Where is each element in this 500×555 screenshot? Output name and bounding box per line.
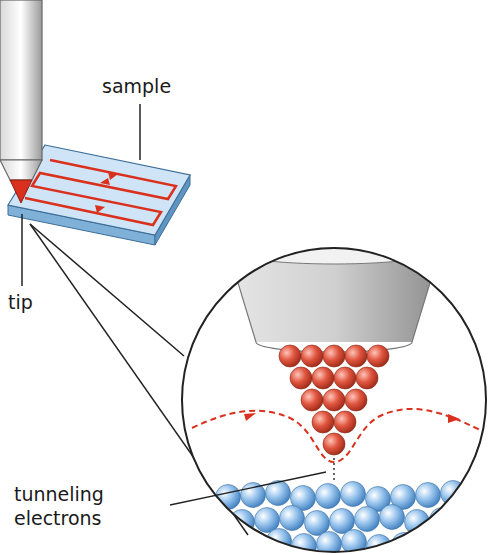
part-label: sample	[102, 74, 171, 98]
sample-atom	[256, 554, 281, 555]
scan-arrow	[108, 172, 118, 180]
scan-path	[25, 160, 176, 225]
magnifier-outline	[182, 248, 486, 552]
electron-arrow	[244, 413, 256, 421]
sample-atom	[292, 534, 317, 555]
tip-atom	[290, 367, 312, 389]
sample-atom	[431, 554, 456, 555]
sample-atom	[442, 529, 467, 554]
tip-holder-top	[228, 236, 440, 264]
probe-body	[0, 0, 42, 160]
tip-atom	[356, 367, 378, 389]
sample-atom	[316, 484, 341, 509]
sample-atom	[455, 506, 480, 531]
leader-line	[21, 214, 23, 286]
sample-atom	[192, 535, 217, 555]
tip-atom	[312, 367, 334, 389]
sample-atom	[416, 483, 441, 508]
part-label: tunneling electrons	[14, 482, 144, 530]
tip-atom	[345, 345, 367, 367]
tip-atom	[323, 345, 345, 367]
tip-atom	[323, 389, 345, 411]
sample-atom	[480, 511, 500, 536]
tip-atom	[334, 411, 356, 433]
sample-atom	[417, 531, 442, 555]
part-label: tip	[8, 290, 33, 314]
magnifier-circle	[182, 248, 486, 552]
sample-atom	[381, 551, 406, 555]
tip-atom	[367, 345, 389, 367]
sample-atom	[167, 530, 192, 555]
tip-atom	[301, 345, 323, 367]
scan-arrow	[100, 178, 110, 185]
tip-atom	[345, 389, 367, 411]
probe-tip	[10, 180, 32, 203]
sample-atom	[380, 505, 405, 530]
sample-atom	[466, 486, 491, 511]
leader-line	[170, 472, 326, 505]
tip-atom	[334, 367, 356, 389]
sample-atom	[281, 552, 306, 555]
sample-atom	[216, 485, 241, 510]
tip-atom	[312, 411, 334, 433]
sample-atom	[430, 508, 455, 533]
tip-atom	[323, 433, 345, 455]
sample-atom	[467, 534, 492, 555]
sample-atom	[355, 507, 380, 532]
electron-path	[192, 409, 480, 462]
electron-arrow	[448, 414, 460, 423]
sample-atom	[205, 505, 230, 530]
zoom-line	[30, 224, 184, 356]
sample-atom	[206, 551, 231, 555]
sample-atom	[217, 533, 242, 555]
sample-atom	[341, 482, 366, 507]
probe-cone	[0, 160, 42, 180]
sample-atom	[356, 553, 381, 555]
sample-atom	[456, 552, 481, 555]
sample-atom	[280, 506, 305, 531]
tip-atom	[301, 389, 323, 411]
tip-atom	[279, 345, 301, 367]
tip-holder-outline	[228, 250, 440, 352]
scan-arrow	[95, 205, 105, 213]
sample-atom	[181, 553, 206, 555]
sample-atom	[180, 507, 205, 532]
leader-line	[139, 104, 141, 160]
